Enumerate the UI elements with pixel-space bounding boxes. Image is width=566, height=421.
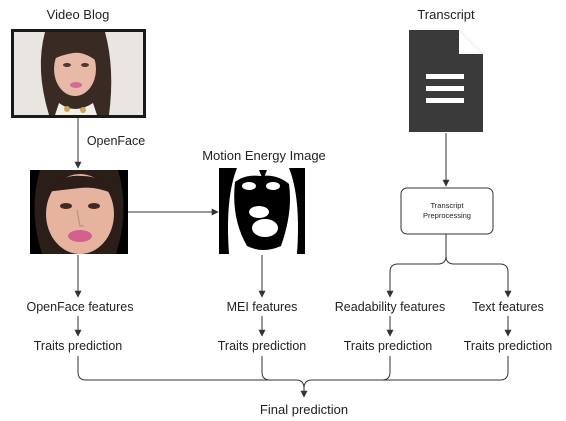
- openface-features-label: OpenFace features: [26, 300, 134, 314]
- traits-prediction-openface: Traits prediction: [33, 339, 123, 353]
- preprocess-branch: [386, 234, 447, 298]
- readability-features-label: Readability features: [334, 300, 446, 314]
- final-prediction-label: Final prediction: [259, 402, 349, 417]
- transcript-document-icon: [409, 30, 483, 132]
- video-blog-title: Video Blog: [46, 7, 110, 22]
- merge-right: [303, 356, 509, 389]
- merge-left: [77, 356, 308, 398]
- mei-title: Motion Energy Image: [202, 148, 326, 163]
- traits-prediction-text: Traits prediction: [463, 339, 553, 353]
- face-crop-image: [30, 170, 128, 254]
- merge-mei: [261, 356, 271, 381]
- preprocessing-label: Transcript Preprocessing: [423, 201, 471, 220]
- openface-step-label: OpenFace: [86, 134, 146, 148]
- mei-features-label: MEI features: [226, 300, 298, 314]
- motion-energy-image: [219, 168, 305, 254]
- preprocess-branch-right: [445, 255, 512, 298]
- traits-prediction-readability: Traits prediction: [343, 339, 433, 353]
- traits-prediction-mei: Traits prediction: [217, 339, 307, 353]
- transcript-title: Transcript: [417, 7, 475, 22]
- video-frame-image: [11, 29, 146, 118]
- text-features-label: Text features: [472, 300, 544, 314]
- preprocessing-box: [400, 187, 494, 235]
- merge-readability: [381, 356, 391, 381]
